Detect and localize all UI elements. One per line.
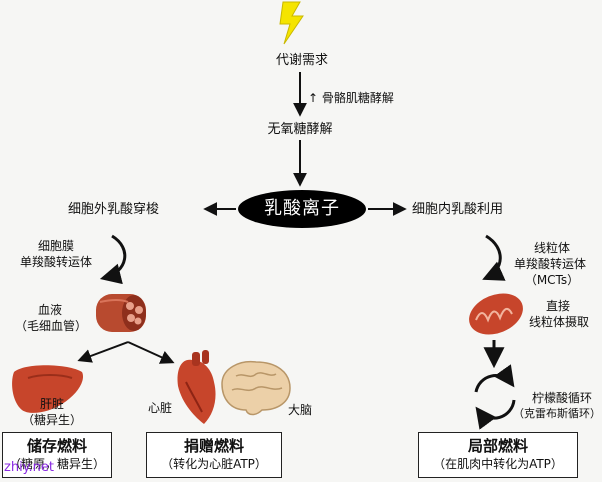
extracellular-shuttle-label: 细胞外乳酸穿梭 [68, 202, 160, 217]
krebs-cycle-label: （克雷布斯循环） [513, 407, 601, 420]
liver-label: 肝脏 [39, 397, 64, 411]
storage-fuel-box: 储存燃料 （糖原，糖异生） [2, 432, 112, 478]
mcts-abbrev-label: （MCTs） [524, 273, 580, 287]
brain-label: 大脑 [288, 403, 313, 417]
capillary-label: （毛细血管） [14, 319, 87, 333]
heart-icon [177, 350, 216, 424]
lactate-ion-node: 乳酸离子 [238, 190, 366, 228]
curved-arrow-left [99, 234, 127, 285]
membrane-label-1: 细胞膜 [37, 239, 74, 253]
storage-fuel-title: 储存燃料 [26, 437, 87, 455]
metabolic-demand-label: 代谢需求 [275, 53, 328, 68]
brain-icon [221, 360, 291, 416]
donor-fuel-box: 捐赠燃料 （转化为心脏ATP） [146, 432, 282, 478]
mitochondrion-icon [469, 293, 523, 335]
liver-icon [12, 365, 84, 413]
local-fuel-box: 局部燃料 （在肌肉中转化为ATP） [418, 432, 578, 478]
anaerobic-glycolysis-label: 无氧糖酵解 [267, 122, 333, 137]
mct-label: 单羧酸转运体 [513, 257, 586, 271]
citric-acid-cycle-label: 柠檬酸循环 [531, 391, 592, 405]
membrane-label-2: 单羧酸转运体 [19, 255, 92, 269]
direct-label: 直接 [545, 299, 570, 313]
donor-fuel-title: 捐赠燃料 [183, 437, 244, 455]
cycle-arrows-icon [474, 364, 516, 430]
local-fuel-sub: （在肌肉中转化为ATP） [433, 457, 563, 471]
watermark-text: zhiy.net [4, 460, 54, 475]
direct-uptake-label: 线粒体摄取 [528, 315, 589, 329]
lightning-icon [279, 1, 304, 45]
storage-fuel-sub: （糖原，糖异生） [8, 457, 105, 471]
skeletal-glycolysis-label: ↑ 骨骼肌糖酵解 [308, 91, 394, 105]
blood-vessel-icon [96, 294, 146, 332]
blood-label: 血液 [37, 303, 62, 317]
gluconeogenesis-label: （糖异生） [21, 413, 82, 427]
local-fuel-title: 局部燃料 [467, 437, 528, 455]
intracellular-use-label: 细胞内乳酸利用 [412, 202, 504, 217]
mito-label: 线粒体 [533, 241, 570, 255]
curved-arrow-right [482, 234, 506, 281]
donor-fuel-sub: （转化为心脏ATP） [161, 457, 267, 471]
branch-arrows [77, 341, 175, 364]
heart-label: 心脏 [148, 401, 173, 415]
